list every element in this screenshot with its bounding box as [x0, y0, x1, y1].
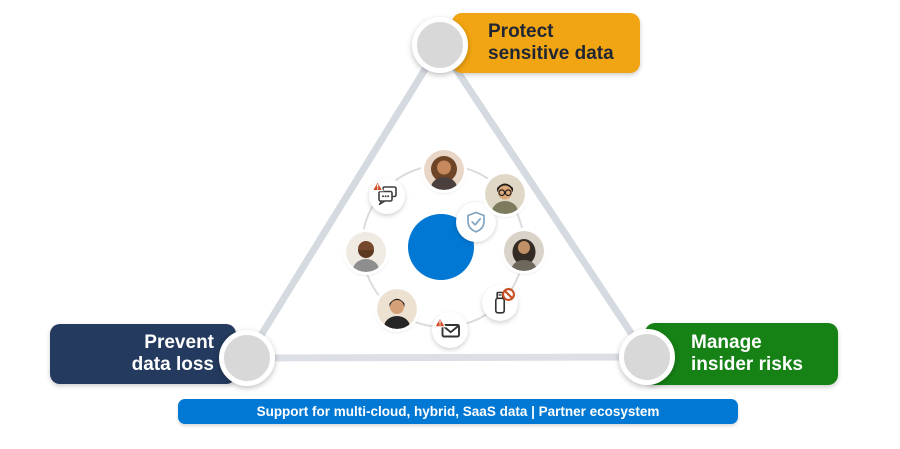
avatar-woman [424, 150, 464, 190]
pillar-protect-label: Protect sensitive data [488, 20, 614, 64]
pillar-manage-label: Manage insider risks [691, 331, 803, 375]
avatar-man-dark-shirt [377, 289, 417, 329]
chat-warning-icon [369, 178, 405, 214]
triangle-node-top [412, 17, 468, 73]
triangle-node-bottom-right [619, 329, 675, 385]
pillar-manage-insider-risks: Manage insider risks [645, 323, 838, 385]
pillar-prevent-data-loss: Prevent data loss [50, 324, 236, 384]
avatar-man-bald [346, 232, 386, 272]
footer-support-banner: Support for multi-cloud, hybrid, SaaS da… [178, 399, 738, 424]
triangle-node-bottom-left [219, 330, 275, 386]
email-warning-icon [432, 312, 468, 348]
avatar-man-beard [504, 231, 544, 271]
usb-blocked-icon [482, 285, 518, 321]
shield-check-icon [456, 202, 496, 242]
footer-support-label: Support for multi-cloud, hybrid, SaaS da… [256, 404, 660, 419]
pillar-protect-sensitive-data: Protect sensitive data [452, 13, 640, 73]
pillar-prevent-label: Prevent data loss [131, 331, 214, 375]
avatar-man-glasses [485, 174, 525, 214]
